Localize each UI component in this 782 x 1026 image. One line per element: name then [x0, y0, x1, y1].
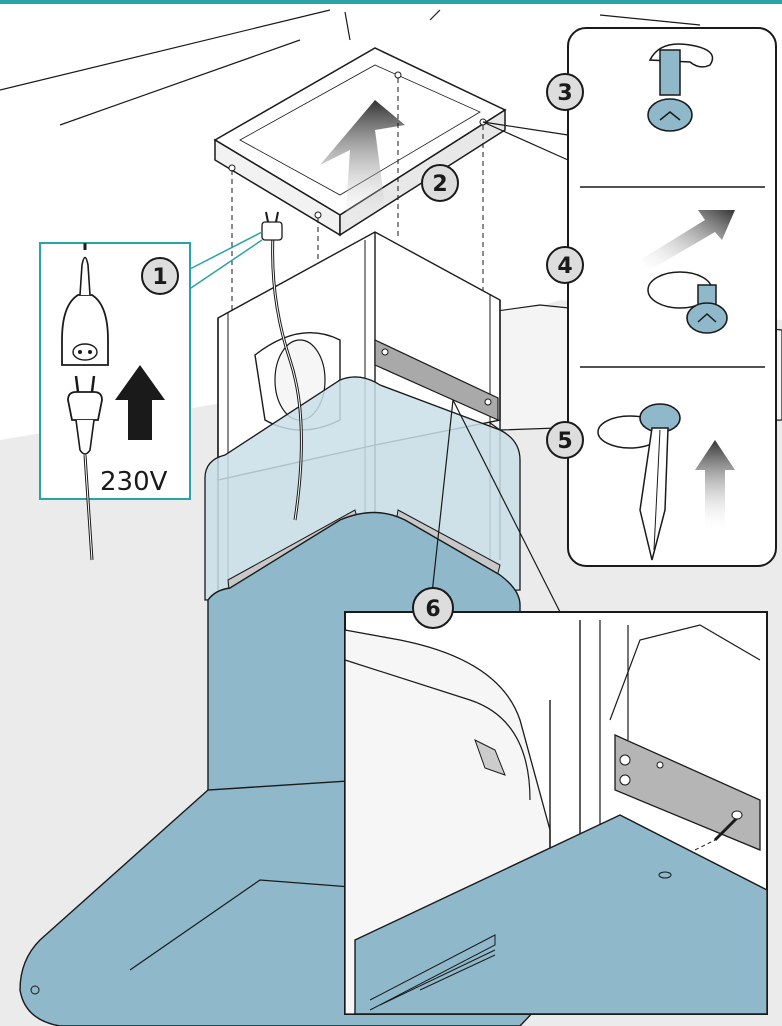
voltage-label: 230V: [100, 467, 168, 497]
step2-marker: 2: [421, 164, 459, 202]
arrow-up-icon: [695, 440, 735, 530]
lift-arrow-icon: [320, 100, 405, 225]
screw-icon: [647, 43, 714, 132]
screw-icon: [731, 810, 743, 820]
ceiling-lines: [0, 9, 701, 126]
arrow-up-icon: [115, 365, 165, 440]
power-plug-icon: [67, 391, 103, 421]
mounting-bracket: [374, 339, 499, 421]
hood-control-dot: [30, 985, 40, 995]
step3-badge: 3: [557, 81, 572, 106]
screwdriver-icon: [597, 403, 681, 561]
callout-lines: [429, 121, 569, 613]
step5-badge: 5: [557, 429, 572, 454]
step6-detail-panel: 6: [344, 587, 768, 1015]
alignment-lines: [231, 78, 484, 320]
step2-badge: 2: [432, 172, 447, 197]
arrow-right-icon: [640, 210, 735, 270]
step1-badge: 1: [152, 265, 167, 290]
screw-icon: [647, 271, 728, 334]
step4-badge: 4: [557, 254, 572, 279]
step6-badge: 6: [425, 597, 440, 622]
power-socket-icon: [61, 294, 109, 366]
steps-3-5-panel: 3 4 5: [546, 27, 777, 567]
main-power-cable: [261, 211, 303, 521]
step1-panel: 230V 1: [39, 231, 263, 561]
power-plug-icon: [261, 221, 283, 241]
top-accent-bar: [0, 0, 782, 4]
